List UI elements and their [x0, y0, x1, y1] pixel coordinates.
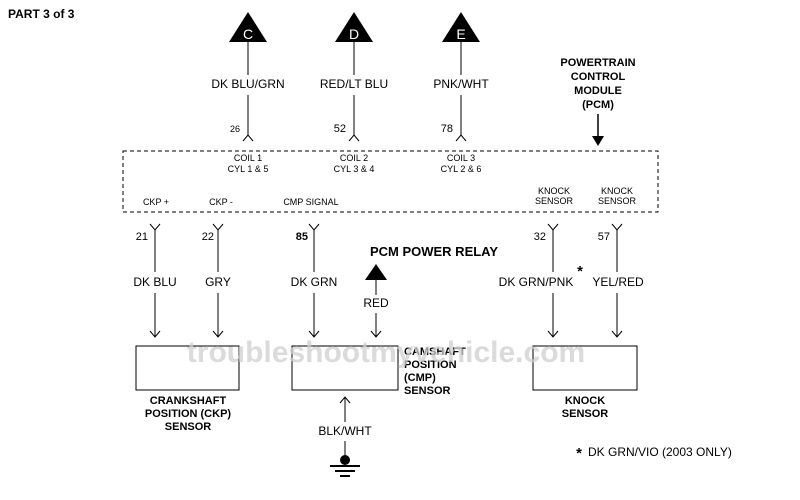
- wire-yel-red-label: YEL/RED: [592, 275, 644, 289]
- pcm-title-line-2: CONTROL: [571, 71, 626, 83]
- pcm-power-relay-label: PCM POWER RELAY: [370, 244, 498, 259]
- coil-1-cyl-label: CYL 1 & 5: [228, 164, 269, 174]
- connector-c: C DK BLU/GRN 26: [211, 12, 285, 142]
- wire-dk-blu-label: DK BLU: [133, 275, 176, 289]
- connector-d: D RED/LT BLU 52: [320, 12, 388, 142]
- pin-57-label: 57: [598, 231, 610, 243]
- coil-2-label: COIL 2: [340, 153, 368, 163]
- cmp-sensor-box: [291, 345, 399, 391]
- terminal-cmp-signal-label: CMP SIGNAL: [283, 197, 338, 207]
- power-relay-arrow-icon: [365, 264, 387, 280]
- connector-e-wire-label: PNK/WHT: [433, 77, 489, 91]
- pin-78-label: 78: [441, 123, 453, 135]
- pin-52-label: 52: [334, 123, 346, 135]
- pcm-module-box: [122, 150, 659, 213]
- pcm-title-line-4: (PCM): [582, 99, 614, 111]
- pcm-title: POWERTRAIN CONTROL MODULE (PCM): [560, 57, 636, 146]
- connector-d-wire-label: RED/LT BLU: [320, 77, 388, 91]
- connector-d-triangle: [335, 12, 373, 42]
- connector-e-triangle: [442, 12, 480, 42]
- wire-ckp-plus: 21 DK BLU: [133, 223, 177, 338]
- pin-22-label: 22: [202, 231, 214, 243]
- wire-knock-32: 32 DK GRN/PNK *: [499, 223, 583, 338]
- terminal-knock-2-label: KNOCK: [601, 186, 633, 196]
- connector-e: E PNK/WHT 78: [433, 12, 489, 142]
- knock-sensor-label-2: SENSOR: [562, 408, 609, 420]
- ckp-sensor-label-1: CRANKSHAFT: [150, 395, 227, 407]
- pin-85-label: 85: [296, 231, 308, 243]
- knock-sensor-label-1: KNOCK: [565, 395, 605, 407]
- asterisk-mark: *: [577, 263, 583, 280]
- cmp-sensor-label-4: SENSOR: [404, 385, 451, 397]
- ckp-sensor-label-2: POSITION (CKP): [145, 408, 232, 420]
- terminal-ckp-minus-label: CKP -: [209, 197, 233, 207]
- terminal-knock-1-label-2: SENSOR: [535, 196, 574, 206]
- wire-dk-grn-label: DK GRN: [291, 275, 338, 289]
- terminal-knock-2-label-2: SENSOR: [598, 196, 637, 206]
- terminal-ckp-plus-label: CKP +: [143, 197, 169, 207]
- wire-red-label: RED: [363, 296, 389, 310]
- wire-gry-label: GRY: [205, 275, 231, 289]
- pin-21-label: 21: [136, 231, 148, 243]
- pin-32-label: 32: [534, 231, 546, 243]
- pin-26-label: 26: [230, 124, 240, 134]
- connector-c-wire-label: DK BLU/GRN: [211, 77, 284, 91]
- coil-3-cyl-label: CYL 2 & 6: [441, 164, 482, 174]
- knock-sensor-box: [532, 345, 638, 391]
- footnote-asterisk: *: [576, 445, 582, 462]
- cmp-sensor-label-2: POSITION: [404, 359, 457, 371]
- ckp-sensor-box: [135, 345, 240, 391]
- watermark: troubleshootmyvehicle.com: [187, 336, 585, 369]
- coil-1-label: COIL 1: [234, 153, 262, 163]
- connector-c-letter: C: [243, 26, 253, 42]
- connector-d-letter: D: [349, 26, 359, 42]
- ground-dot: [340, 455, 350, 465]
- ckp-sensor-label-3: SENSOR: [165, 421, 212, 433]
- cmp-sensor-label-1: CAMSHAFT: [404, 346, 466, 358]
- pcm-title-line-1: POWERTRAIN: [560, 57, 635, 69]
- wire-dk-grn-pnk-label: DK GRN/PNK: [499, 275, 574, 289]
- pcm-title-line-3: MODULE: [574, 85, 622, 97]
- terminal-knock-1-label: KNOCK: [538, 186, 570, 196]
- ground-circuit: BLK/WHT: [318, 396, 372, 477]
- connector-e-letter: E: [456, 26, 465, 42]
- wire-cmp-signal: 85 DK GRN: [291, 223, 338, 338]
- coil-2-cyl-label: CYL 3 & 4: [334, 164, 375, 174]
- wire-knock-57: 57 YEL/RED: [592, 223, 644, 338]
- part-label: PART 3 of 3: [8, 7, 75, 21]
- wire-blk-wht-label: BLK/WHT: [318, 424, 372, 438]
- footnote-text: DK GRN/VIO (2003 ONLY): [588, 445, 732, 459]
- pcm-power-relay: PCM POWER RELAY RED: [363, 244, 498, 338]
- pcm-arrow-head-icon: [592, 136, 604, 146]
- coil-3-label: COIL 3: [447, 153, 475, 163]
- connector-c-triangle: [229, 12, 267, 42]
- cmp-sensor-label-3: (CMP): [404, 372, 436, 384]
- ground-icon: [330, 465, 360, 477]
- wire-ckp-minus: 22 GRY: [202, 223, 231, 338]
